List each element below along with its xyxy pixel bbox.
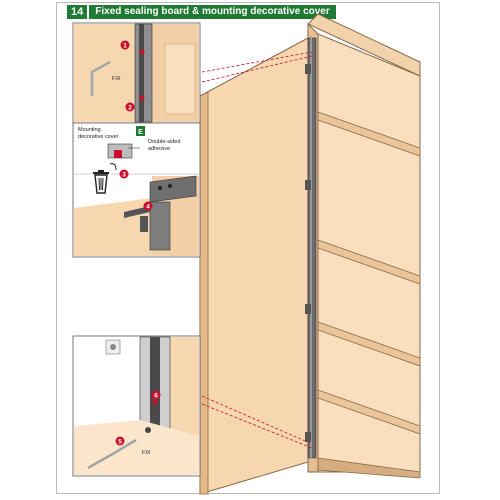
svg-text:4: 4 — [146, 204, 150, 211]
svg-text:3: 3 — [122, 172, 126, 179]
step-marker-6: 6 — [151, 390, 161, 400]
detail-box-middle: Mounting decorative cover Double-sided a… — [72, 122, 201, 258]
svg-text:5: 5 — [118, 439, 122, 446]
detail-leader-lines — [201, 51, 313, 449]
step-marker-3: 3 — [119, 169, 129, 179]
door-rail — [305, 37, 317, 459]
svg-text:1: 1 — [123, 43, 127, 50]
fix-label-top: FIX — [112, 76, 121, 82]
svg-text:2: 2 — [128, 105, 132, 112]
step-title: Fixed sealing board & mounting decorativ… — [89, 5, 336, 19]
svg-text:E: E — [138, 129, 143, 136]
cabinet — [307, 13, 421, 479]
step-number: 14 — [67, 5, 88, 19]
door — [199, 37, 309, 495]
step-marker-4: 4 — [143, 201, 153, 211]
step-header: 14 Fixed sealing board & mounting decora… — [67, 5, 336, 19]
step-marker-2: 2 — [125, 102, 135, 112]
detail-box-bottom: FIX — [72, 335, 201, 477]
svg-text:6: 6 — [154, 393, 158, 400]
mounting-cover-label-line2: decorative cover — [78, 134, 119, 140]
fix-label-bottom: FIX — [142, 450, 151, 456]
part-badge-e: E — [136, 126, 145, 136]
page-frame — [56, 2, 440, 494]
adhesive-label-line1: Double-sided — [148, 139, 180, 145]
adhesive-label-line2: adhesive — [148, 146, 170, 152]
trash-bin-icon — [93, 163, 117, 194]
mounting-cover-label-line1: Mounting — [78, 127, 101, 133]
step-marker-5: 5 — [115, 436, 125, 446]
detail-box-top: FIX — [72, 22, 201, 124]
step-marker-1: 1 — [120, 40, 130, 50]
